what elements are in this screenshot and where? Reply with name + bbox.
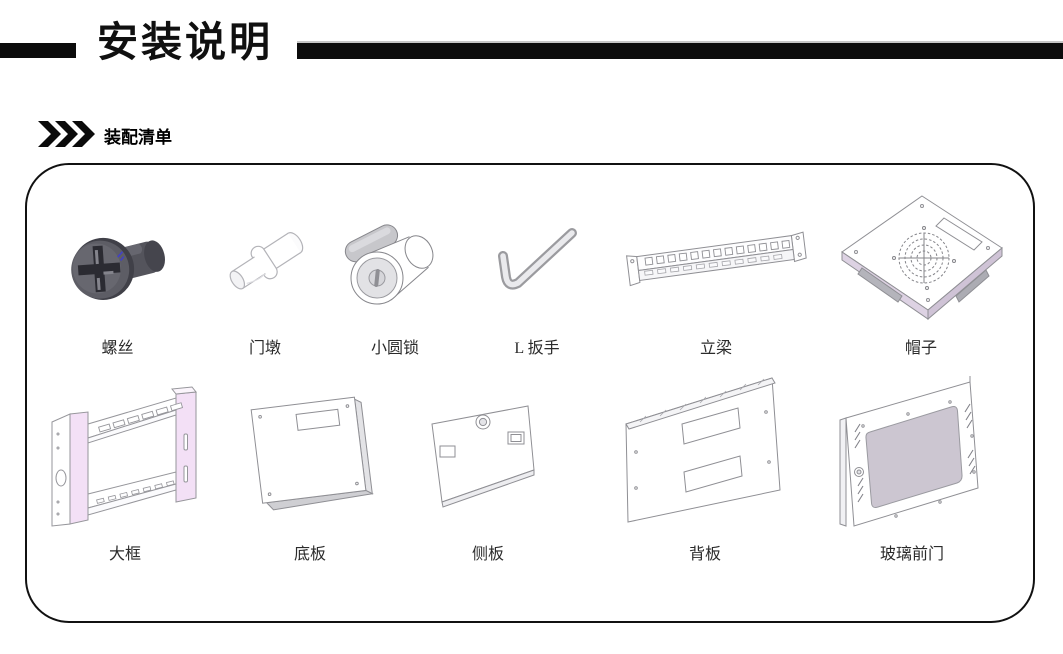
part-item-back-plate: 背板 <box>608 368 802 564</box>
part-illustration <box>836 190 1006 334</box>
part-illustration <box>624 190 809 334</box>
main-frame-icon <box>51 385 197 527</box>
section-heading: 装配清单 <box>104 128 172 147</box>
part-item-upright-beam: 立梁 <box>622 190 810 358</box>
part-label: 门墩 <box>248 340 281 357</box>
part-item-cam-lock: 小圆锁 <box>337 190 453 358</box>
door-stop-icon <box>229 232 303 290</box>
part-item-side-plate: 侧板 <box>403 368 573 564</box>
part-illustration <box>339 190 451 334</box>
page-title: 安装说明 <box>97 19 273 65</box>
cam-lock-icon <box>344 224 434 305</box>
part-illustration <box>243 368 378 540</box>
part-label: 小圆锁 <box>370 340 419 357</box>
upright-beam-icon <box>625 231 807 287</box>
part-item-screw: 螺丝 <box>60 190 175 358</box>
header-left-bar <box>0 43 76 58</box>
bottom-plate-icon <box>250 396 374 511</box>
back-plate-icon <box>625 376 781 523</box>
part-illustration <box>63 190 173 334</box>
header-right-bar-shadow <box>297 41 1063 43</box>
part-illustration <box>48 368 203 540</box>
part-item-top-cap: 帽子 <box>833 190 1009 358</box>
side-plate-icon <box>430 405 535 508</box>
part-label: 侧板 <box>471 546 504 563</box>
part-label: 大框 <box>108 546 141 563</box>
part-illustration <box>832 368 992 540</box>
part-label: 底板 <box>293 546 326 563</box>
part-label: 螺丝 <box>101 340 134 357</box>
part-label: 背板 <box>688 546 721 563</box>
header-right-bar <box>297 43 1063 59</box>
part-item-glass-front-door: 玻璃前门 <box>820 368 1004 564</box>
part-label: 立梁 <box>699 340 732 357</box>
l-wrench-icon <box>498 227 577 289</box>
screw-icon <box>70 237 165 300</box>
part-item-door-stop: 门墩 <box>207 190 323 358</box>
top-cap-icon <box>841 195 1003 321</box>
part-item-bottom-plate: 底板 <box>225 368 395 564</box>
part-item-l-wrench: L 扳手 <box>479 190 595 358</box>
part-label: L 扳手 <box>514 340 560 357</box>
glass-front-door-icon <box>839 376 979 527</box>
part-illustration <box>620 368 790 540</box>
part-label: 帽子 <box>904 340 937 357</box>
part-label: 玻璃前门 <box>879 546 944 563</box>
triple-chevron-icon <box>38 121 96 152</box>
part-item-main-frame: 大框 <box>45 368 205 564</box>
part-illustration <box>426 368 551 540</box>
part-illustration <box>213 190 318 334</box>
part-illustration <box>492 190 582 334</box>
